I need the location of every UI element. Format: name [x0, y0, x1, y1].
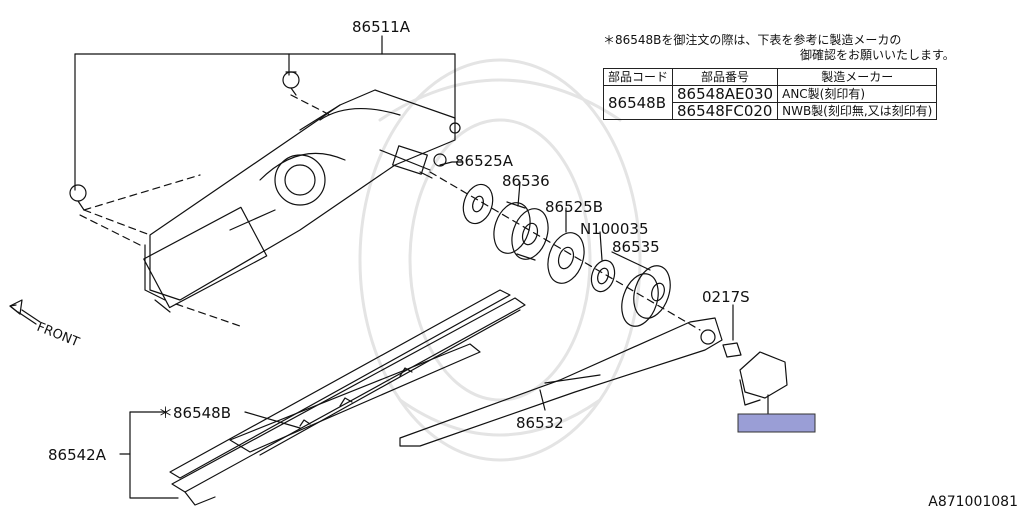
table-header-row: 部品コード 部品番号 製造メーカー	[602, 68, 938, 86]
cell-maker: ANC製(刻印有)	[777, 85, 938, 103]
label-86532: 86532	[516, 414, 564, 432]
cushion	[493, 201, 549, 261]
label-86525a: 86525A	[455, 152, 514, 170]
screw-left	[69, 184, 87, 211]
label-0217s: 0217S	[702, 288, 750, 306]
table-row: 86548FC020 NWB製(刻印無,又は刻印有)	[604, 102, 938, 120]
diagram-reference-id: A871001081	[928, 494, 1018, 510]
front-arrow-icon	[9, 299, 41, 325]
label-86542a: 86542A	[48, 446, 107, 464]
packing-b	[547, 232, 585, 284]
order-note-line1: ＊86548Bを御注文の際は、下表を参考に製造メーカの	[603, 33, 902, 47]
screw-top	[282, 71, 300, 96]
header-part-code: 部品コード	[602, 68, 674, 86]
packing-a	[462, 183, 494, 225]
cell-part-code: 86548B	[602, 85, 674, 120]
highlight-box	[737, 413, 816, 433]
cap-86535	[621, 265, 671, 327]
order-note-line2: 御確認をお願いいたします。	[800, 48, 955, 62]
wiper-blade-assembly	[169, 289, 526, 506]
wiper-motor-assembly	[143, 89, 461, 313]
watermark	[358, 58, 642, 462]
arm-cap	[739, 351, 788, 415]
cell-part-number: 86548AE030	[672, 85, 779, 103]
part-leaders	[439, 161, 651, 411]
front-label: FRONT	[35, 320, 82, 351]
blade-leaders	[119, 411, 301, 499]
table-row: 86548B 86548AE030 ANC製(刻印有)	[602, 85, 938, 120]
nut-cap-n100035	[590, 259, 616, 293]
header-part-number: 部品番号	[672, 68, 779, 86]
motor-bracket-leader	[74, 35, 456, 191]
label-n100035: N100035	[580, 220, 648, 238]
label-86525b: 86525B	[545, 198, 603, 216]
header-maker: 製造メーカー	[777, 68, 938, 86]
label-86511a: 86511A	[352, 18, 411, 36]
wiper-arm	[399, 317, 723, 447]
label-86536: 86536	[502, 172, 550, 190]
cell-maker: NWB製(刻印無,又は刻印有)	[777, 102, 938, 120]
label-86548b: ＊86548B	[158, 404, 231, 422]
cell-part-number: 86548FC020	[672, 102, 779, 120]
label-86535: 86535	[612, 238, 660, 256]
nut-0217s	[722, 304, 742, 358]
maker-table: 部品コード 部品番号 製造メーカー 86548B 86548AE030 ANC製…	[602, 68, 938, 120]
